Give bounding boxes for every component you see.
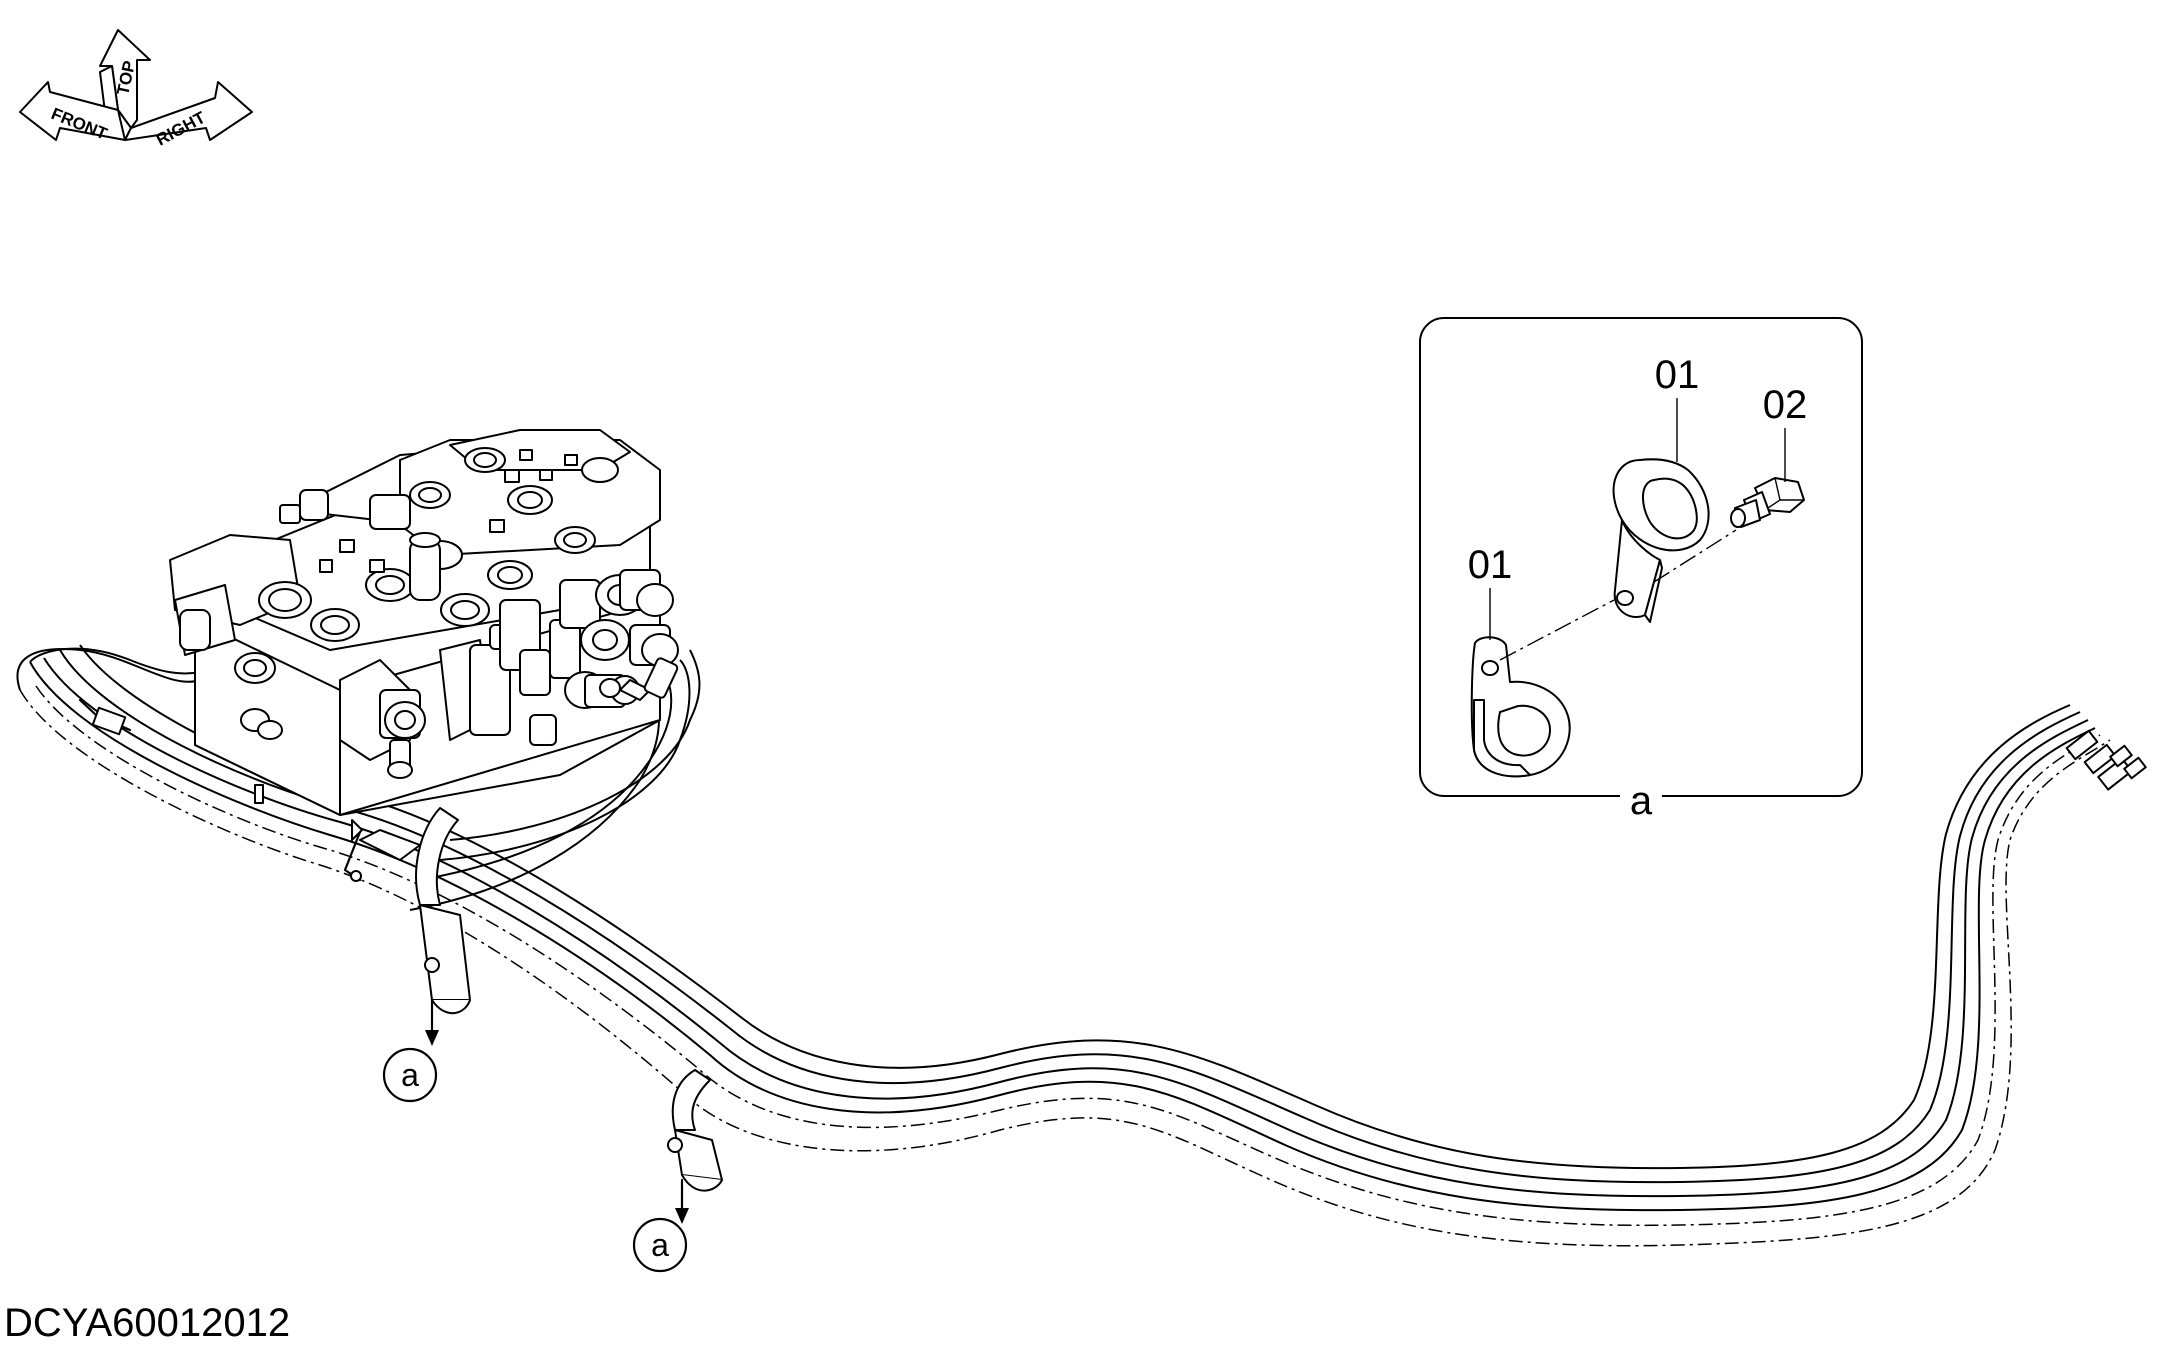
drawing-number: DCYA60012012 <box>4 1301 290 1344</box>
detail-a-label: a <box>1630 779 1653 823</box>
callout-a-clamp-1: a <box>401 1057 419 1093</box>
callout-circle-2 <box>632 1217 688 1273</box>
callout-a-clamp-2: a <box>651 1227 669 1263</box>
valve-ports <box>234 447 619 740</box>
clamp-upper-part <box>1612 458 1710 623</box>
hose-end-connectors <box>2065 729 2147 791</box>
valve-plugs <box>279 449 578 601</box>
valve-spool-actuators <box>339 569 679 779</box>
orientation-arrows-icon: TOP FRONT RIGHT <box>19 29 253 150</box>
bolt-part <box>1730 477 1805 528</box>
part-number-01-lower: 01 <box>1468 543 1513 587</box>
part-number-02: 02 <box>1763 383 1808 427</box>
detail-a-panel: 01 02 01 a <box>1419 317 1863 823</box>
clamp-lower-part <box>1470 636 1571 778</box>
hose-clamp-1 <box>415 807 471 1046</box>
part-number-01-upper: 01 <box>1655 353 1700 397</box>
control-valve-assembly <box>169 429 679 841</box>
callout-circle-1 <box>382 1047 438 1103</box>
hose-clamp-2 <box>667 1069 723 1224</box>
